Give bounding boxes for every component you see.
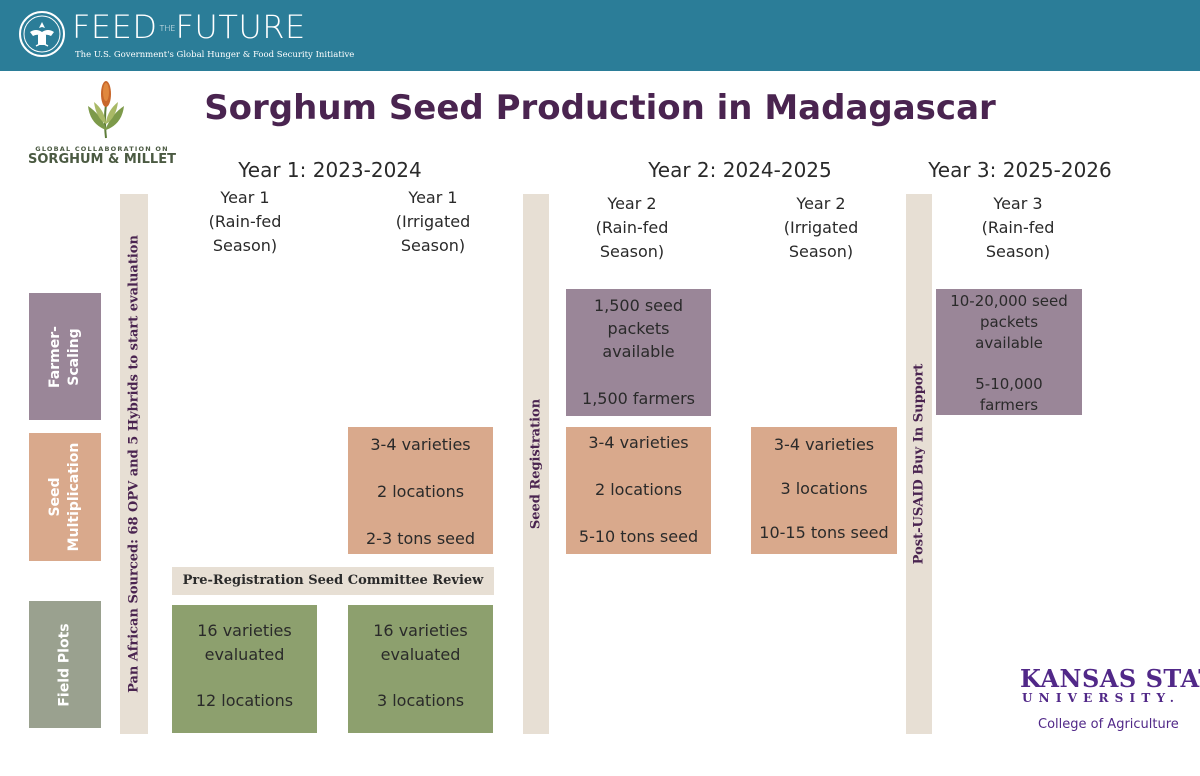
page-title: Sorghum Seed Production in Madagascar (204, 88, 996, 128)
ksu-college-label: College of Agriculture (1038, 717, 1179, 732)
field-plots-year1-irrigated-box: 16 varieties evaluated 3 locations (348, 605, 493, 733)
seed-mult-year2-rain-fed-box: 3-4 varieties 2 locations 5-10 tons seed (566, 427, 711, 554)
farmer-scaling-year3-box: 10-20,000 seed packets available 5-10,00… (936, 289, 1082, 415)
seed-registration-bar: Seed Registration (523, 194, 549, 734)
pan-african-sourced-label: Pan African Sourced: 68 OPV and 5 Hybrid… (126, 235, 142, 693)
feed-the-future-tagline: The U.S. Government's Global Hunger & Fo… (75, 50, 355, 60)
row-label-field-plots: Field Plots (29, 601, 101, 728)
post-usaid-support-bar: Post-USAID Buy In Support (906, 194, 932, 734)
sorghum-plant-icon (88, 81, 124, 139)
farmer-scaling-year2-box: 1,500 seed packets available 1,500 farme… (566, 289, 711, 416)
post-usaid-support-label: Post-USAID Buy In Support (911, 363, 927, 565)
pan-african-sourced-bar: Pan African Sourced: 68 OPV and 5 Hybrid… (120, 194, 148, 734)
gcsm-logo-line2: SORGHUM & MILLET (28, 152, 176, 167)
row-label-farmer-scaling: Farmer-Scaling (29, 293, 101, 420)
ksu-logo-university: UNIVERSITY. (1022, 691, 1181, 705)
seed-registration-label: Seed Registration (528, 398, 544, 530)
ksu-logo-name: KANSAS STATE (1020, 664, 1200, 693)
us-great-seal-icon (19, 11, 65, 57)
year-3-header: Year 3: 2025-2026 (928, 158, 1112, 182)
field-plots-year1-rain-fed-box: 16 varieties evaluated 12 locations (172, 605, 317, 733)
seed-mult-year2-irrigated-box: 3-4 varieties 3 locations 10-15 tons see… (751, 427, 897, 554)
pre-registration-review-bar: Pre-Registration Seed Committee Review (172, 567, 494, 595)
year-1-header: Year 1: 2023-2024 (238, 158, 422, 182)
gcsm-logo-line1: GLOBAL COLLABORATION ON (35, 145, 169, 153)
year-2-header: Year 2: 2024-2025 (648, 158, 832, 182)
seed-mult-year1-irrigated-box: 3-4 varieties 2 locations 2-3 tons seed (348, 427, 493, 554)
